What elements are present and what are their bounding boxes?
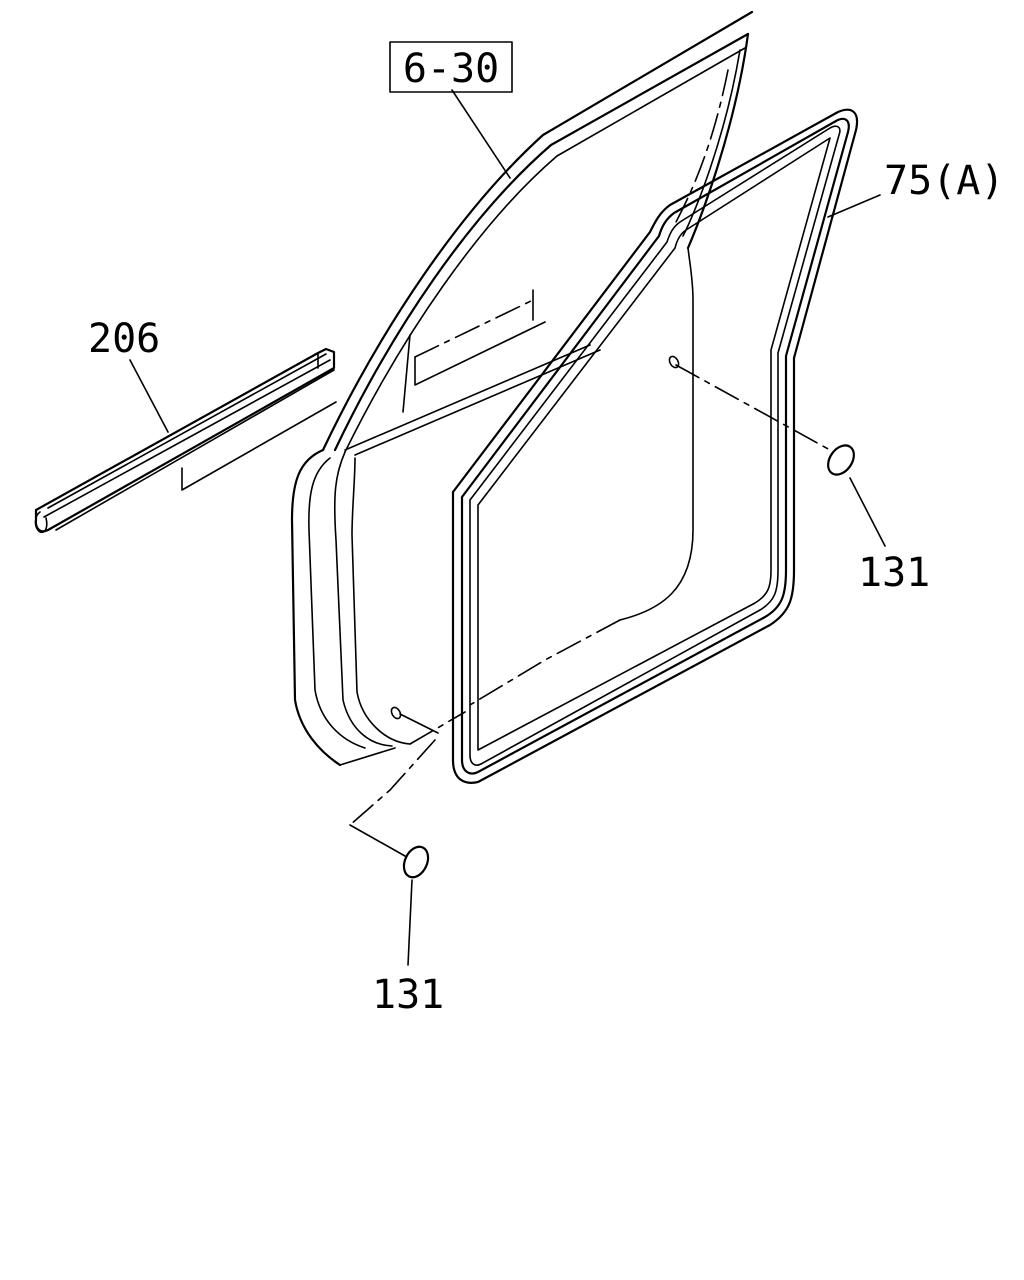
- clip-131-bottom-shape: [402, 845, 430, 879]
- label-75a: 75(A): [884, 158, 1004, 204]
- label-131-right: 131: [858, 550, 930, 596]
- leader-lines: [129, 89, 886, 966]
- clip-131-right-shape: [827, 444, 855, 476]
- belt-molding-strip: [34, 347, 337, 534]
- label-131-bottom: 131: [372, 972, 444, 1018]
- door-panel: [290, 10, 754, 767]
- label-6-30: 6-30: [403, 46, 499, 92]
- ref-box-6-30: [389, 41, 513, 93]
- label-206: 206: [88, 316, 160, 362]
- door-weatherstrip: [451, 108, 859, 784]
